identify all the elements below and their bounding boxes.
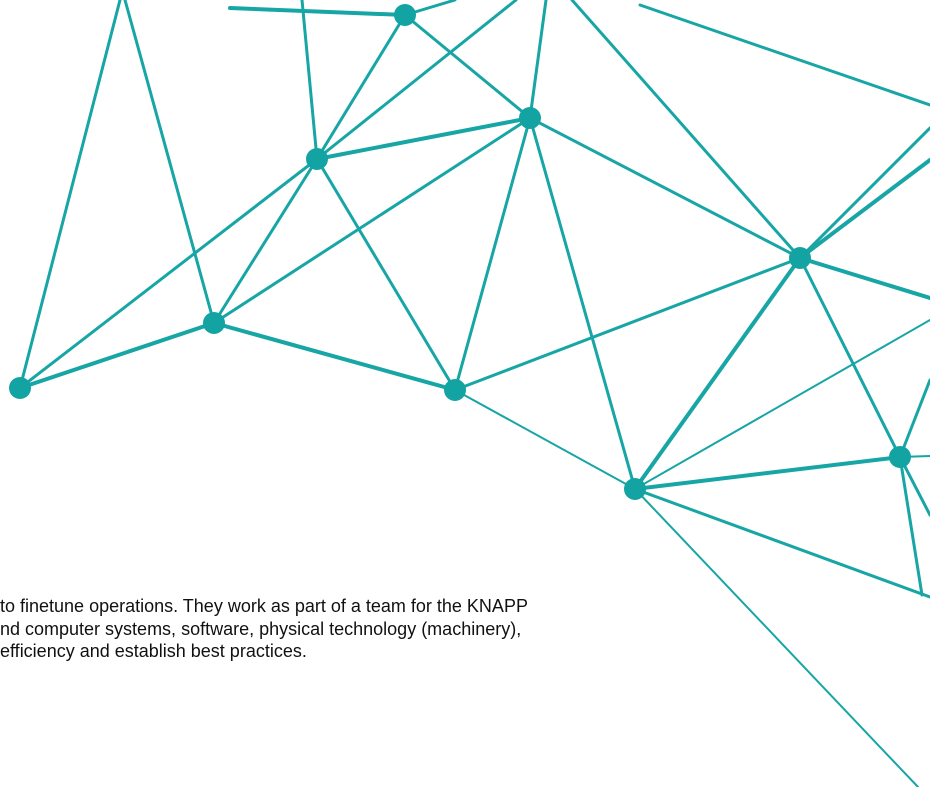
body-paragraph: to finetune operations. They work as par… <box>0 595 930 663</box>
network-line <box>634 319 930 490</box>
network-line <box>18 321 216 390</box>
network-line <box>18 157 319 390</box>
network-node <box>519 107 541 129</box>
network-node <box>306 148 328 170</box>
network-line <box>528 0 548 120</box>
network-line <box>453 256 802 392</box>
network-line <box>633 487 930 599</box>
network-line <box>212 321 457 392</box>
network-line <box>528 116 637 491</box>
network-line <box>315 13 407 161</box>
network-node <box>889 446 911 468</box>
network-line <box>633 455 902 491</box>
network-node <box>624 478 646 500</box>
network-node <box>203 312 225 334</box>
network-line <box>638 3 930 107</box>
network-line <box>798 256 902 459</box>
network-line <box>300 0 319 161</box>
network-line <box>453 116 532 392</box>
network-line <box>315 157 457 392</box>
network-line <box>798 126 930 260</box>
network-line <box>315 0 518 161</box>
body-text-line-2: nd computer systems, software, physical … <box>0 618 522 639</box>
network-line <box>798 256 930 300</box>
network-lines <box>18 0 930 787</box>
network-line <box>898 455 924 597</box>
network-line <box>570 0 802 260</box>
network-node <box>444 379 466 401</box>
network-line <box>403 13 532 120</box>
network-line <box>528 116 802 260</box>
network-line <box>212 157 319 325</box>
network-line <box>18 0 122 390</box>
network-line <box>228 6 407 17</box>
network-nodes <box>9 4 911 500</box>
network-line <box>212 116 532 325</box>
network-node <box>394 4 416 26</box>
network-node <box>789 247 811 269</box>
body-text-line-3: efficiency and establish best practices. <box>0 641 307 661</box>
network-line <box>633 256 802 491</box>
network-line <box>798 158 930 260</box>
network-node <box>9 377 31 399</box>
network-line <box>898 378 930 459</box>
network-line <box>123 0 216 325</box>
network-line <box>454 389 636 490</box>
network-line <box>634 488 919 787</box>
body-text-line-1: to finetune operations. They work as par… <box>0 596 528 616</box>
network-line <box>315 116 532 161</box>
